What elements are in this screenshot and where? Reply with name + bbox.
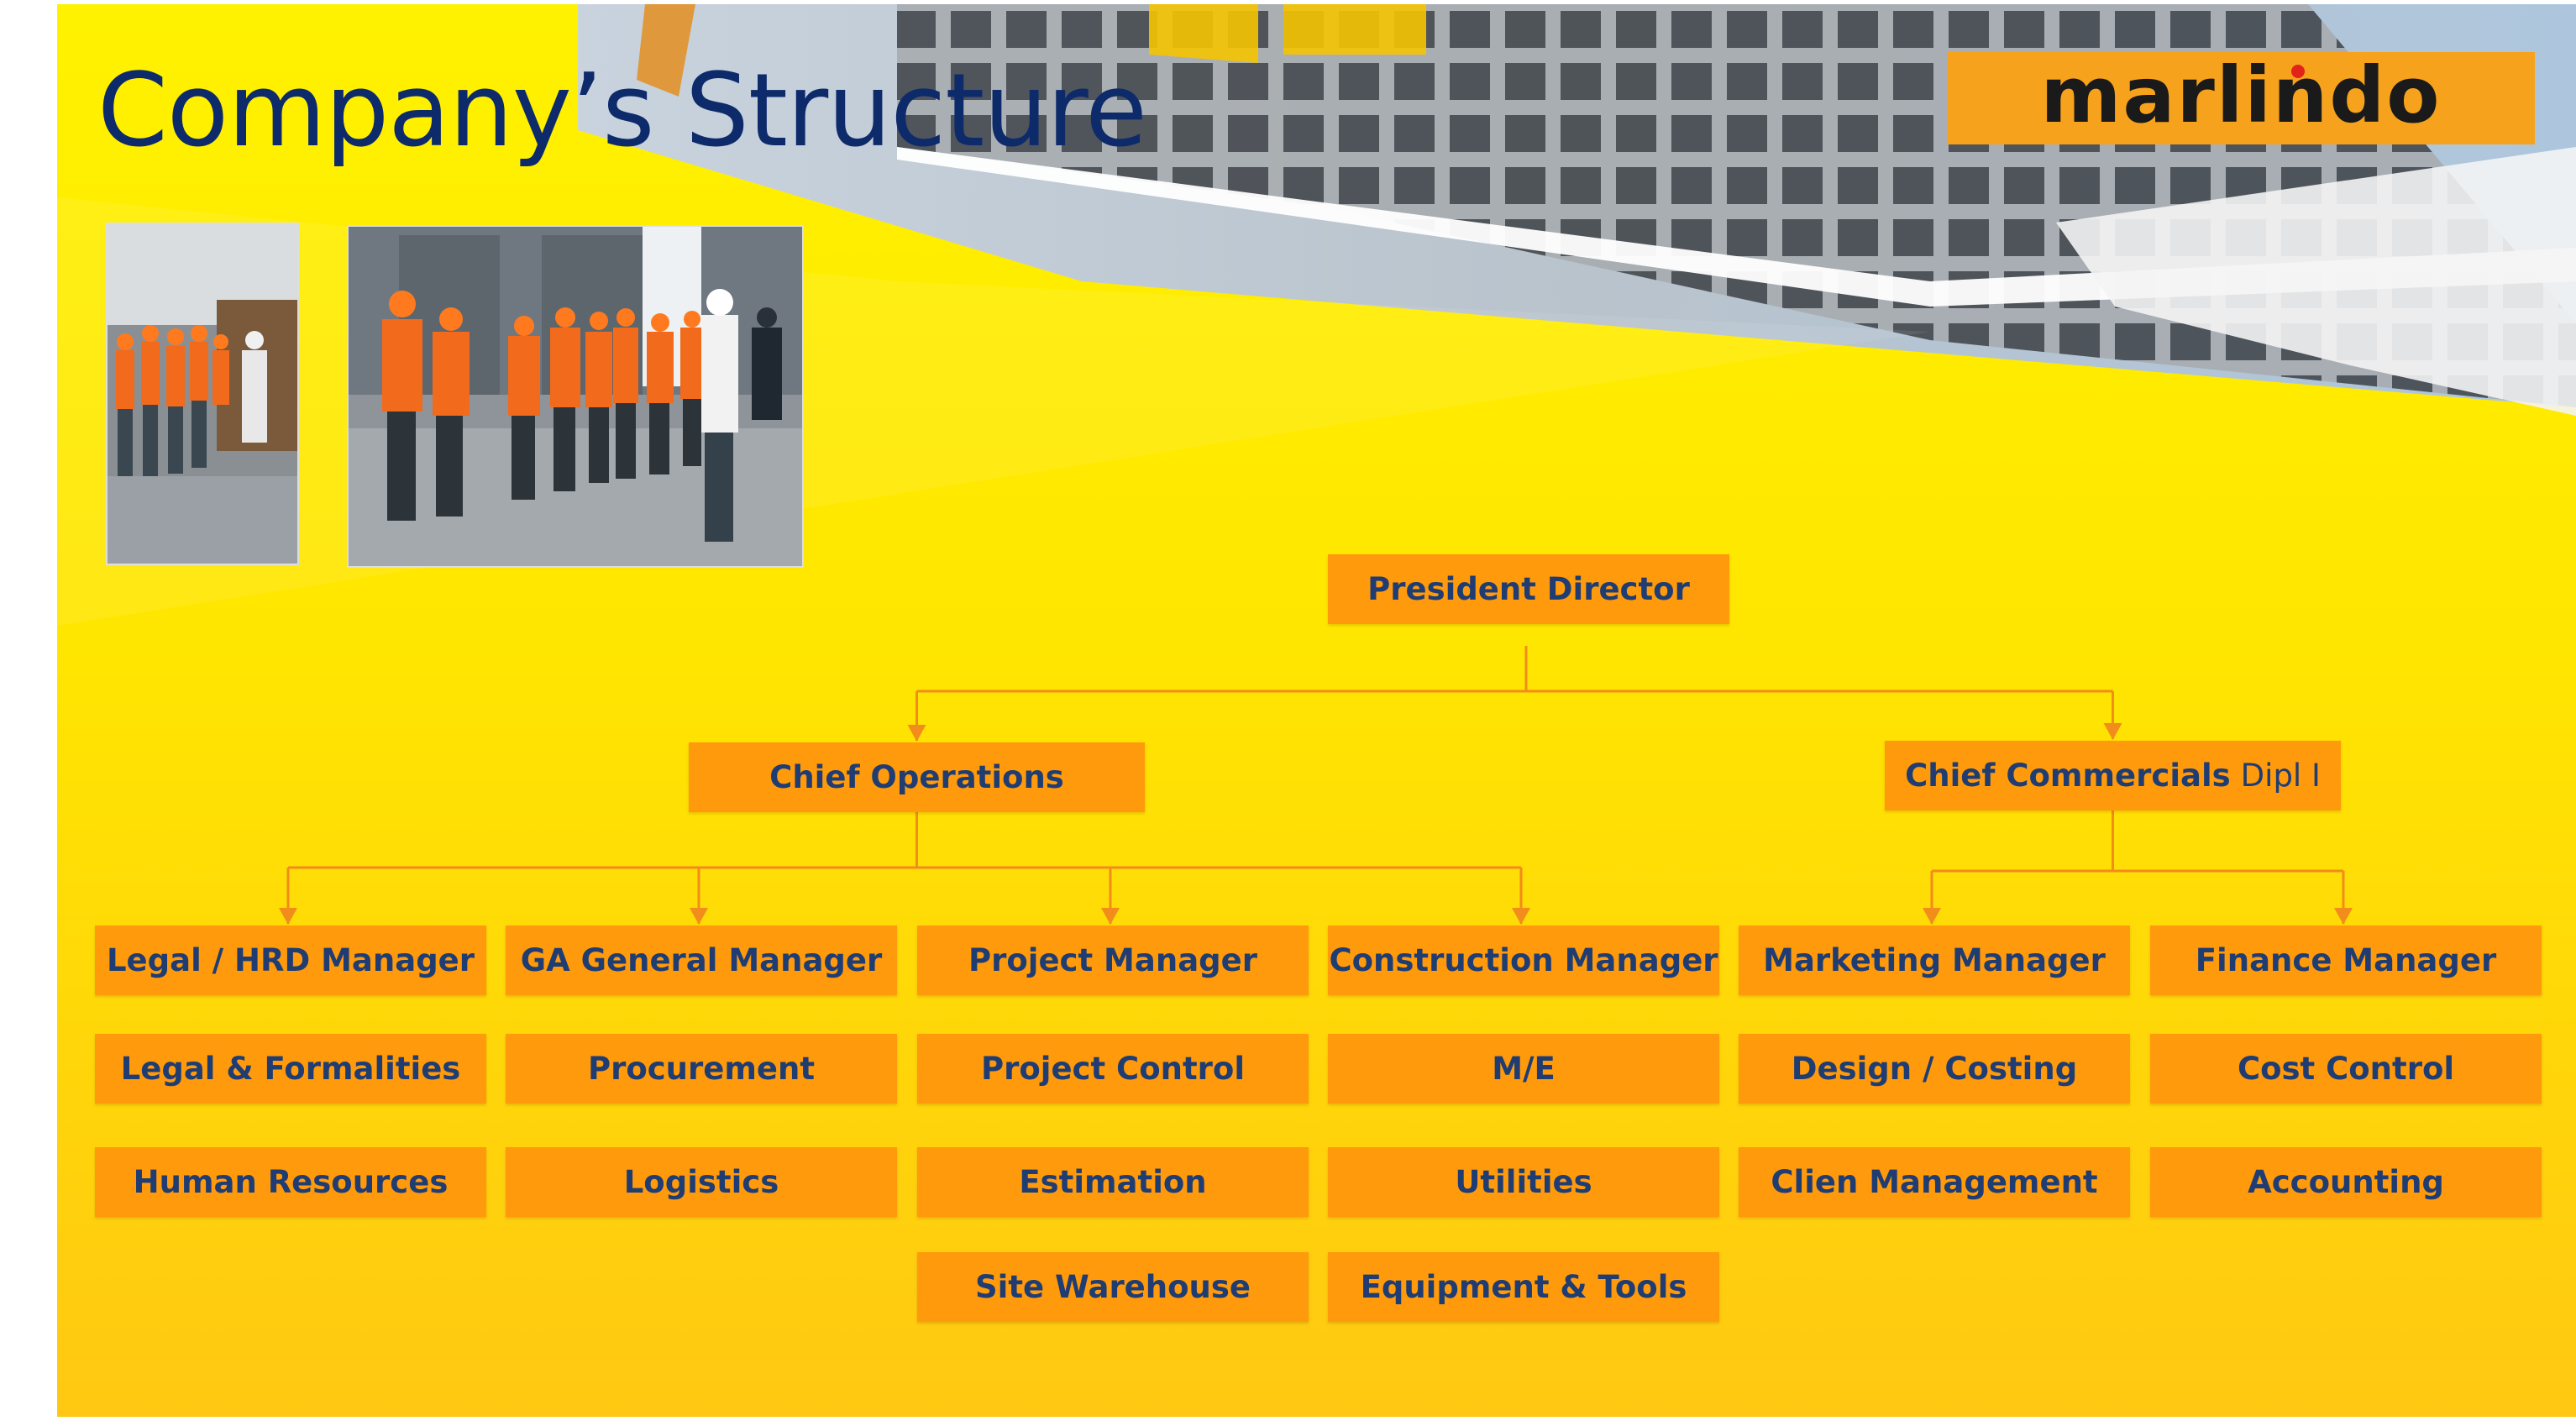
department-box: Project Control xyxy=(917,1034,1309,1104)
manager-box: Marketing Manager xyxy=(1739,925,2130,995)
department-label: Logistics xyxy=(623,1164,779,1200)
workers-photo-2 xyxy=(347,225,804,568)
department-label: Procurement xyxy=(587,1051,816,1087)
manager-box: GA General Manager xyxy=(506,925,897,995)
department-box: Logistics xyxy=(506,1147,897,1217)
department-box: Equipment & Tools xyxy=(1328,1252,1719,1322)
president-director-label: President Director xyxy=(1367,571,1690,607)
department-label: Site Warehouse xyxy=(974,1269,1251,1305)
department-box: Estimation xyxy=(917,1147,1309,1217)
department-label: Estimation xyxy=(1019,1164,1207,1200)
department-box: Accounting xyxy=(2150,1147,2542,1217)
manager-box: Project Manager xyxy=(917,925,1309,995)
chief-operations-label: Chief Operations xyxy=(769,759,1064,795)
manager-label: Legal / HRD Manager xyxy=(106,942,475,978)
manager-box: Construction Manager xyxy=(1328,925,1719,995)
department-label: Human Resources xyxy=(133,1164,449,1200)
department-label: M/E xyxy=(1492,1051,1556,1087)
chief-commercials-suffix: Dipl I xyxy=(2240,758,2321,794)
logo-dot-icon xyxy=(2291,65,2305,78)
page-title: Company’s Structure xyxy=(97,53,1147,170)
department-label: Accounting xyxy=(2248,1164,2444,1200)
chief-commercials-box: Chief Commercials Dipl I xyxy=(1885,741,2341,810)
manager-label: Finance Manager xyxy=(2195,942,2497,978)
manager-label: GA General Manager xyxy=(520,942,883,978)
department-label: Cost Control xyxy=(2237,1051,2455,1087)
manager-label: Marketing Manager xyxy=(1763,942,2106,978)
chief-commercials-label: Chief Commercials xyxy=(1905,758,2231,794)
manager-label: Project Manager xyxy=(968,942,1257,978)
department-label: Legal & Formalities xyxy=(120,1051,461,1087)
workers-photo-2-image xyxy=(349,227,802,566)
slide: Company’s Structure marlindo xyxy=(57,4,2576,1417)
president-director-box: President Director xyxy=(1328,554,1729,624)
department-box: Site Warehouse xyxy=(917,1252,1309,1322)
company-logo: marlindo xyxy=(1947,50,2535,144)
department-label: Equipment & Tools xyxy=(1360,1269,1687,1305)
department-box: Utilities xyxy=(1328,1147,1719,1217)
department-label: Project Control xyxy=(980,1051,1245,1087)
manager-label: Construction Manager xyxy=(1329,942,1718,978)
department-box: M/E xyxy=(1328,1034,1719,1104)
workers-photo-1-image xyxy=(108,224,297,564)
department-box: Design / Costing xyxy=(1739,1034,2130,1104)
department-box: Procurement xyxy=(506,1034,897,1104)
department-label: Design / Costing xyxy=(1791,1051,2078,1087)
manager-box: Finance Manager xyxy=(2150,925,2542,995)
department-box: Clien Management xyxy=(1739,1147,2130,1217)
chief-operations-box: Chief Operations xyxy=(689,742,1145,812)
workers-photo-1 xyxy=(106,223,299,565)
department-box: Human Resources xyxy=(95,1147,486,1217)
department-label: Clien Management xyxy=(1771,1164,2098,1200)
department-box: Cost Control xyxy=(2150,1034,2542,1104)
logo-text: marlindo xyxy=(2040,50,2442,140)
department-label: Utilities xyxy=(1455,1164,1592,1200)
department-box: Legal & Formalities xyxy=(95,1034,486,1104)
manager-box: Legal / HRD Manager xyxy=(95,925,486,995)
